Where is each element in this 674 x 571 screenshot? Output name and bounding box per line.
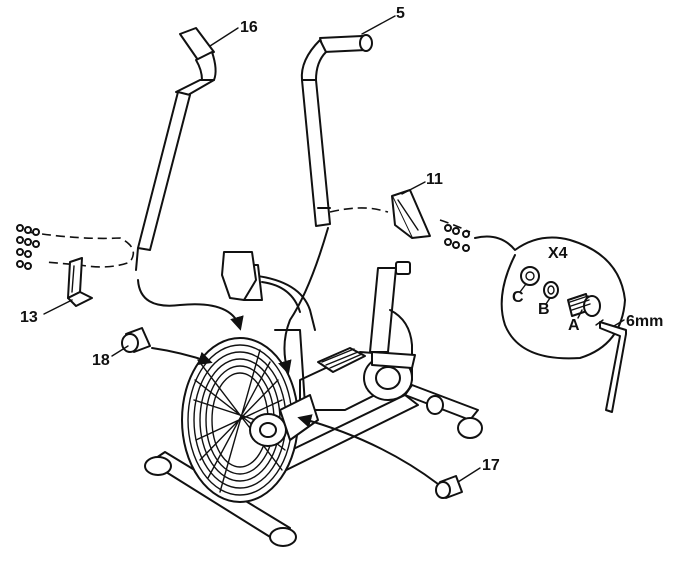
arrow-cap-18 [152,348,210,362]
leader-17 [458,468,480,482]
arrow-handle-16 [138,280,240,328]
leader-13 [44,300,72,314]
allen-key-icon [596,320,626,412]
bolts-left [17,225,39,269]
label-hardware-a: A [568,317,580,334]
label-part-16: 16 [240,19,258,36]
label-part-13: 13 [20,309,38,326]
handle-5 [302,35,372,226]
bracket-13 [68,258,92,306]
label-hardware-b: B [538,301,550,318]
bolts-right [445,225,469,251]
leader-11 [402,182,425,194]
label-part-17: 17 [482,457,500,474]
cap-18 [122,328,150,352]
label-tool-size: 6mm [626,313,663,330]
label-part-5: 5 [396,5,405,22]
label-part-18: 18 [92,352,110,369]
label-hardware-c: C [512,289,524,306]
label-quantity: X4 [548,245,568,262]
bracket-11 [392,190,430,238]
leader-5 [362,16,395,34]
label-part-11: 11 [426,171,443,188]
fan-wheel [182,338,318,502]
cap-17 [436,476,462,498]
handle-16 [136,28,216,270]
leader-16 [210,28,238,46]
